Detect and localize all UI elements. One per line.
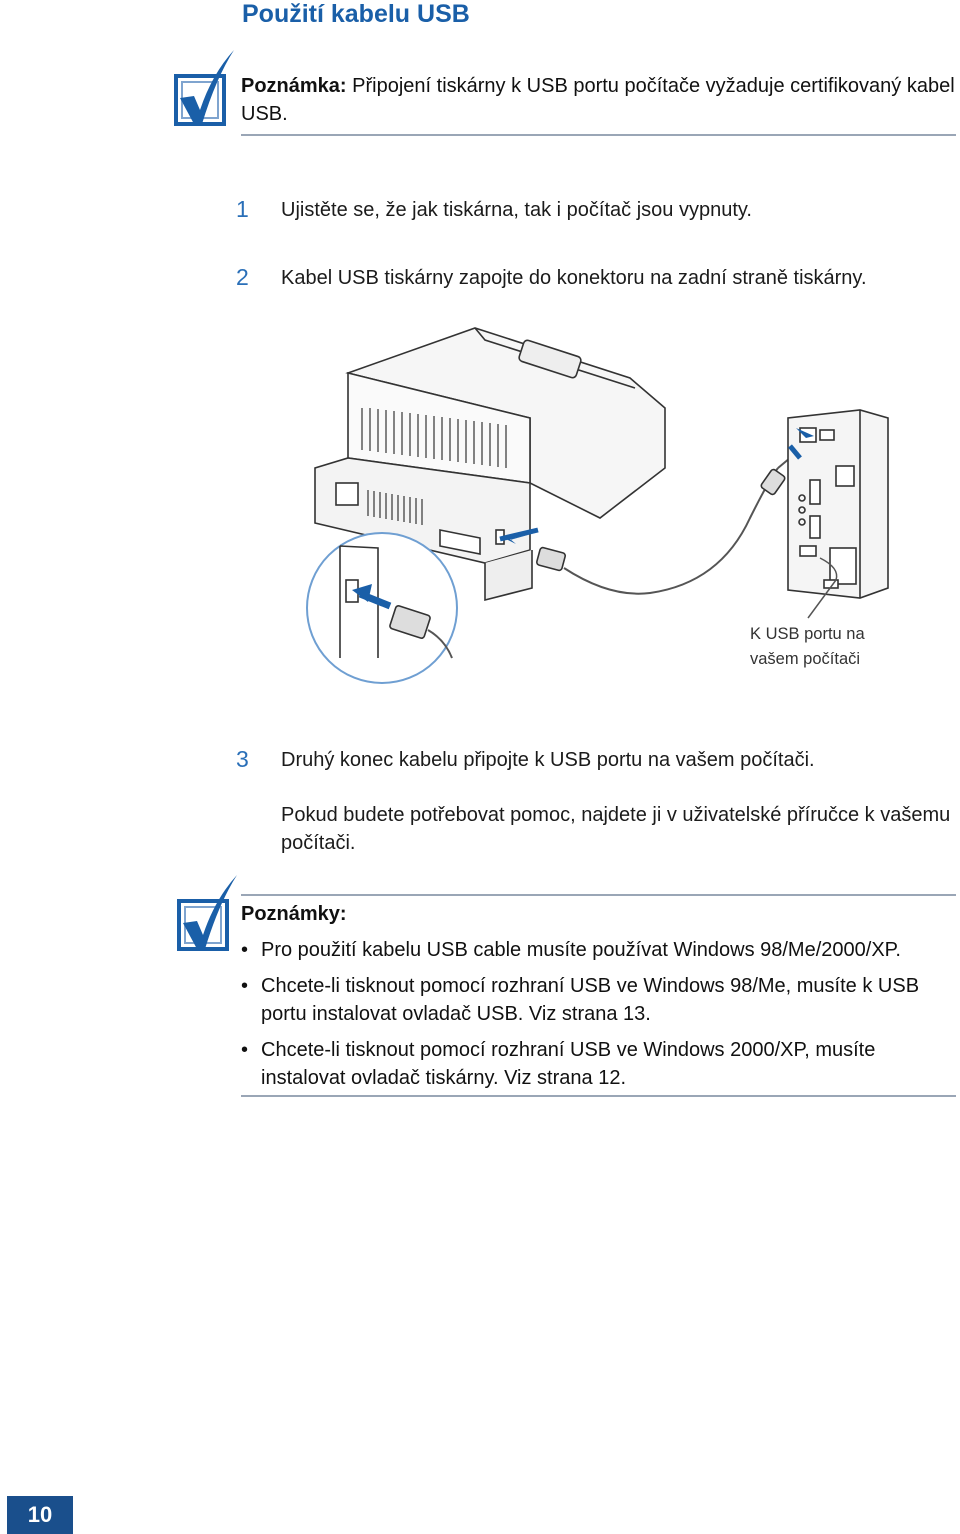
step-number: 2 [236,264,249,290]
bullet: • [241,975,249,997]
notes-bottom-divider [241,1095,956,1097]
note-check-icon [177,875,237,951]
notes-top-divider [241,894,956,896]
bullet: • [241,939,249,961]
caption-line: K USB portu na [750,625,865,643]
note-check-icon [174,50,234,126]
note-label: Poznámka: [241,75,347,97]
list-item-text: Chcete-li tisknout pomocí rozhraní USB v… [261,975,920,1025]
step-text: Ujistěte se, že jak tiskárna, tak i počí… [281,199,752,221]
notes-list: • Pro použití kabelu USB cable musíte po… [241,936,956,1100]
step-text: Druhý konec kabelu připojte k USB portu … [281,749,815,771]
note-text: Připojení tiskárny k USB portu počítače … [241,75,955,125]
note-divider [241,134,956,136]
notes-title: Poznámky: [241,903,347,925]
printer-usb-illustration [306,327,889,684]
caption-line: vašem počítači [750,650,861,668]
step-extra-text: Pokud budete potřebovat pomoc, najdete j… [281,804,951,854]
figure-caption: K USB portu na vašem počítači [750,622,930,672]
list-item-text: Chcete-li tisknout pomocí rozhraní USB v… [261,1039,876,1089]
page-number: 10 [7,1496,73,1534]
list-item: • Chcete-li tisknout pomocí rozhraní USB… [241,1036,956,1092]
page-title: Použití kabelu USB [242,0,470,28]
list-item: • Pro použití kabelu USB cable musíte po… [241,936,956,964]
step-number: 3 [236,746,249,772]
note-usb-cable: Poznámka: Připojení tiskárny k USB portu… [241,72,956,128]
step-number: 1 [236,196,249,222]
list-item: • Chcete-li tisknout pomocí rozhraní USB… [241,972,956,1028]
bullet: • [241,1039,249,1061]
step-text: Kabel USB tiskárny zapojte do konektoru … [281,267,867,289]
list-item-text: Pro použití kabelu USB cable musíte použ… [261,939,901,961]
